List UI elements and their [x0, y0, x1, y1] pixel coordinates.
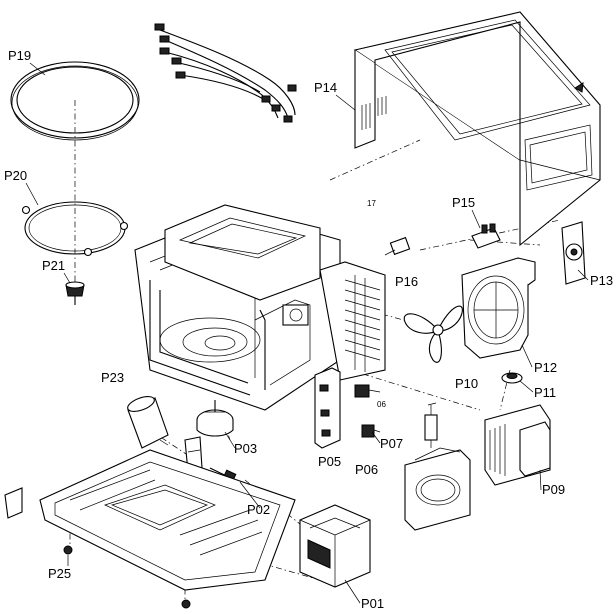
oven-cavity-frame — [134, 204, 386, 411]
outer-cabinet — [353, 11, 601, 247]
label-p20: P20 — [4, 168, 27, 183]
callout-06: 06 — [377, 400, 386, 409]
wire-harness — [154, 23, 297, 123]
warning-triangle-icon — [574, 82, 584, 93]
label-p02: P02 — [247, 502, 270, 517]
fan-duct — [461, 257, 536, 359]
rubber-feet — [63, 545, 191, 609]
turntable-motor — [196, 400, 234, 437]
label-p13: P13 — [590, 273, 613, 288]
waveguide-cover — [404, 447, 471, 531]
label-p10: P10 — [455, 376, 478, 391]
hv-diode — [424, 402, 438, 448]
label-p03: P03 — [234, 441, 257, 456]
fan-motor — [561, 221, 586, 285]
label-p01: P01 — [361, 596, 384, 611]
cavity-mesh — [344, 275, 381, 372]
label-p11: P11 — [534, 385, 556, 400]
label-p19: P19 — [8, 48, 31, 63]
label-p12: P12 — [534, 360, 557, 375]
label-p16: P16 — [395, 274, 418, 289]
label-p14: P14 — [314, 80, 337, 95]
lamp-holder — [471, 223, 501, 249]
label-p21: P21 — [42, 258, 65, 273]
base-ribs — [69, 469, 263, 556]
label-p05: P05 — [318, 454, 341, 469]
magnetron — [484, 404, 551, 486]
hv-transformer — [299, 504, 371, 588]
base-plate — [4, 449, 296, 591]
label-p09: P09 — [542, 482, 565, 497]
label-p06: P06 — [355, 462, 378, 477]
fan-blade — [403, 305, 463, 363]
callout-17: 17 — [367, 199, 376, 208]
thermostat — [501, 372, 523, 384]
thermal-fuse — [384, 236, 411, 256]
label-leaders — [25, 62, 589, 604]
turntable-coupler — [65, 281, 85, 305]
label-p25: P25 — [48, 566, 71, 581]
turntable-glass-tray — [10, 61, 140, 141]
label-p15: P15 — [452, 195, 475, 210]
hv-capacitor — [127, 396, 169, 449]
micro-switches — [354, 384, 381, 438]
interlock-switch-bracket — [314, 367, 341, 449]
roller-ring — [21, 201, 129, 257]
label-p07: P07 — [380, 436, 403, 451]
vent-slots — [361, 96, 387, 130]
label-p23: P23 — [101, 370, 124, 385]
